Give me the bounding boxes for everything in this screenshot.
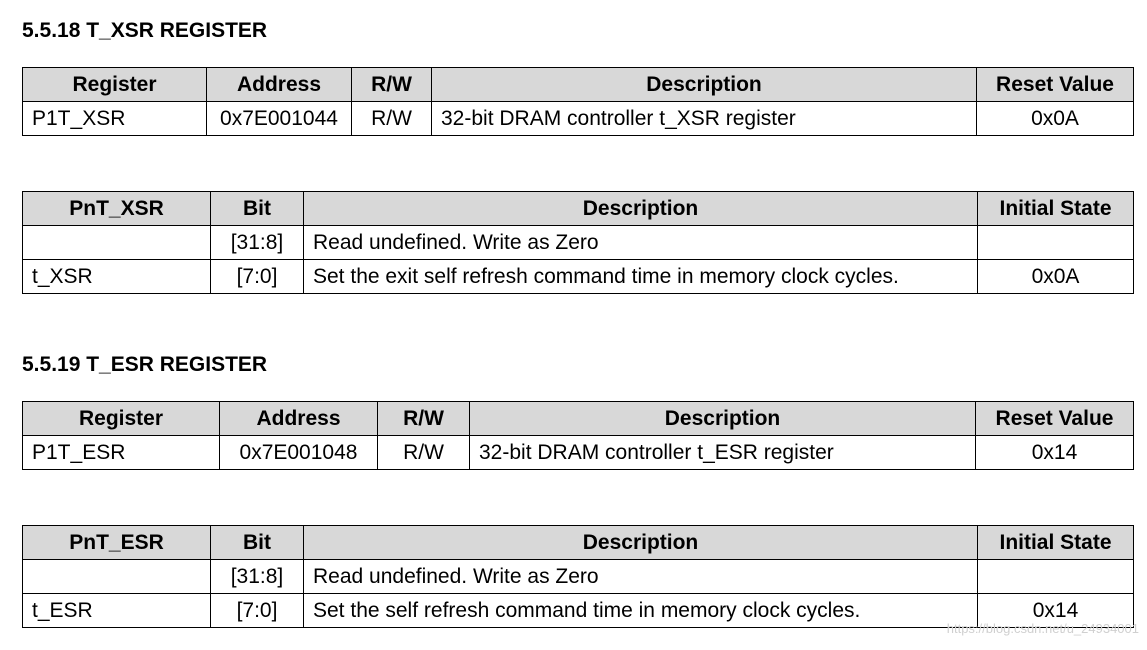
cell-address: 0x7E001048 [219, 435, 378, 470]
header-register: Register [22, 67, 207, 102]
header-reset-value: Reset Value [975, 401, 1134, 436]
cell-initial-state: 0x14 [977, 593, 1134, 628]
bit-table-t-xsr: PnT_XSR Bit Description Initial State [3… [22, 191, 1134, 294]
header-reset-value: Reset Value [976, 67, 1134, 102]
header-rw: R/W [377, 401, 470, 436]
header-field: PnT_XSR [22, 191, 211, 226]
cell-field [22, 225, 211, 260]
header-bit: Bit [210, 525, 304, 560]
table-header-row: PnT_ESR Bit Description Initial State [22, 525, 1134, 560]
cell-register: P1T_ESR [22, 435, 220, 470]
table-row: [31:8] Read undefined. Write as Zero [22, 225, 1134, 260]
cell-bit: [7:0] [210, 259, 304, 294]
cell-field [22, 559, 211, 594]
header-description: Description [431, 67, 977, 102]
cell-field: t_ESR [22, 593, 211, 628]
table-row: P1T_ESR 0x7E001048 R/W 32-bit DRAM contr… [22, 435, 1134, 470]
header-initial-state: Initial State [977, 525, 1134, 560]
table-row: P1T_XSR 0x7E001044 R/W 32-bit DRAM contr… [22, 101, 1134, 136]
cell-description: Read undefined. Write as Zero [303, 559, 978, 594]
cell-rw: R/W [377, 435, 470, 470]
header-address: Address [219, 401, 378, 436]
cell-description: Read undefined. Write as Zero [303, 225, 978, 260]
cell-field: t_XSR [22, 259, 211, 294]
cell-register: P1T_XSR [22, 101, 207, 136]
cell-reset-value: 0x14 [975, 435, 1134, 470]
header-description: Description [303, 191, 978, 226]
register-table-t-esr: Register Address R/W Description Reset V… [22, 401, 1134, 470]
header-initial-state: Initial State [977, 191, 1134, 226]
header-bit: Bit [210, 191, 304, 226]
header-description: Description [469, 401, 976, 436]
cell-bit: [31:8] [210, 559, 304, 594]
cell-description: Set the exit self refresh command time i… [303, 259, 978, 294]
cell-bit: [31:8] [210, 225, 304, 260]
header-description: Description [303, 525, 978, 560]
cell-initial-state [977, 559, 1134, 594]
header-address: Address [206, 67, 352, 102]
watermark: https://blog.csdn.net/u_24934001 [946, 621, 1139, 636]
header-register: Register [22, 401, 220, 436]
table-header-row: Register Address R/W Description Reset V… [22, 67, 1134, 102]
cell-reset-value: 0x0A [976, 101, 1134, 136]
table-header-row: PnT_XSR Bit Description Initial State [22, 191, 1134, 226]
cell-description: 32-bit DRAM controller t_XSR register [431, 101, 977, 136]
cell-initial-state [977, 225, 1134, 260]
bit-table-t-esr: PnT_ESR Bit Description Initial State [3… [22, 525, 1134, 628]
header-field: PnT_ESR [22, 525, 211, 560]
section-title-t-xsr: 5.5.18 T_XSR REGISTER [22, 19, 268, 42]
cell-description: 32-bit DRAM controller t_ESR register [469, 435, 976, 470]
table-row: t_ESR [7:0] Set the self refresh command… [22, 593, 1134, 628]
cell-address: 0x7E001044 [206, 101, 352, 136]
cell-rw: R/W [351, 101, 432, 136]
table-header-row: Register Address R/W Description Reset V… [22, 401, 1134, 436]
table-row: t_XSR [7:0] Set the exit self refresh co… [22, 259, 1134, 294]
header-rw: R/W [351, 67, 432, 102]
table-row: [31:8] Read undefined. Write as Zero [22, 559, 1134, 594]
cell-description: Set the self refresh command time in mem… [303, 593, 978, 628]
cell-initial-state: 0x0A [977, 259, 1134, 294]
section-title-t-esr: 5.5.19 T_ESR REGISTER [22, 353, 268, 376]
register-table-t-xsr: Register Address R/W Description Reset V… [22, 67, 1134, 136]
cell-bit: [7:0] [210, 593, 304, 628]
